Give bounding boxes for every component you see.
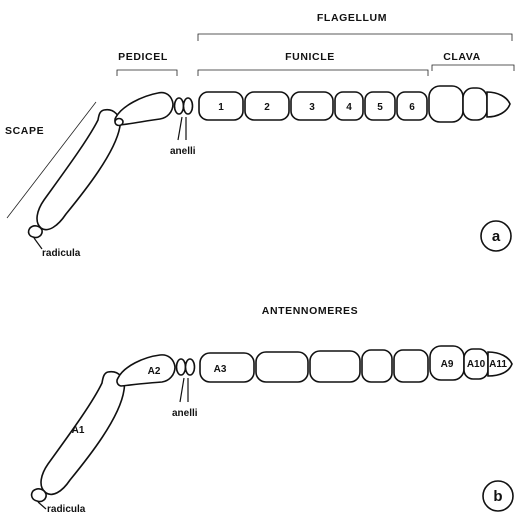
clava-segment-1 bbox=[429, 86, 463, 122]
a2-segment bbox=[117, 355, 175, 386]
a9-label: A9 bbox=[441, 359, 454, 370]
panel-a-letter: a bbox=[492, 228, 501, 245]
clava-bracket bbox=[432, 65, 514, 71]
funicle-label: FUNICLE bbox=[285, 51, 335, 63]
a11-label: A11 bbox=[489, 359, 507, 370]
anelli-b-pointer bbox=[180, 378, 188, 402]
scape-pedicel-joint bbox=[115, 119, 123, 126]
anelli-b-label: anelli bbox=[172, 408, 198, 419]
funicle: 1 2 3 4 5 6 bbox=[199, 92, 427, 120]
antennomeres-title: ANTENNOMERES bbox=[262, 305, 358, 317]
a6-segment bbox=[362, 350, 392, 382]
funicle-bracket bbox=[198, 70, 428, 76]
clava-label: CLAVA bbox=[443, 51, 481, 63]
anelli-pointer bbox=[178, 117, 186, 140]
pedicel-bracket bbox=[117, 70, 177, 76]
a2-label: A2 bbox=[148, 366, 161, 377]
pedicel-segment bbox=[115, 93, 173, 125]
panel-b-letter: b bbox=[493, 488, 502, 505]
anellus-b-1 bbox=[177, 359, 186, 375]
funicle-number-2: 2 bbox=[264, 102, 270, 113]
clava bbox=[429, 86, 510, 122]
scape-label: SCAPE bbox=[5, 125, 44, 137]
radicula-pointer bbox=[34, 238, 42, 249]
flagellum-label: FLAGELLUM bbox=[317, 12, 387, 24]
anelli-label: anelli bbox=[170, 146, 196, 157]
pedicel-label: PEDICEL bbox=[118, 51, 168, 63]
panel-b: ANTENNOMERES A1 radicula A2 anelli A3 A9… bbox=[32, 305, 513, 515]
anellus-b-2 bbox=[186, 359, 195, 375]
radicula-b-pointer bbox=[38, 502, 46, 509]
funicle-number-5: 5 bbox=[377, 102, 383, 113]
clava-segment-2 bbox=[463, 88, 487, 120]
a7-segment bbox=[394, 350, 428, 382]
anellus-1 bbox=[175, 98, 184, 114]
a3-segment bbox=[200, 353, 254, 382]
flagellum-bracket bbox=[198, 34, 512, 41]
radicula-b-label: radicula bbox=[47, 504, 86, 515]
radicula-b bbox=[32, 489, 47, 502]
anellus-2 bbox=[184, 98, 193, 114]
a1-label: A1 bbox=[72, 425, 85, 436]
funicle-number-4: 4 bbox=[346, 102, 352, 113]
a3-label: A3 bbox=[214, 364, 227, 375]
scape-segment bbox=[37, 110, 120, 230]
radicula bbox=[29, 226, 43, 238]
funicle-number-1: 1 bbox=[218, 102, 224, 113]
a10-label: A10 bbox=[467, 359, 486, 370]
funicle-number-3: 3 bbox=[309, 102, 315, 113]
panel-a: FLAGELLUM PEDICEL FUNICLE CLAVA SCAPE ra… bbox=[5, 12, 514, 259]
clava-segment-3 bbox=[487, 92, 510, 117]
funicle-number-6: 6 bbox=[409, 102, 415, 113]
a4-segment bbox=[256, 352, 308, 382]
a5-segment bbox=[310, 351, 360, 382]
radicula-label: radicula bbox=[42, 248, 81, 259]
